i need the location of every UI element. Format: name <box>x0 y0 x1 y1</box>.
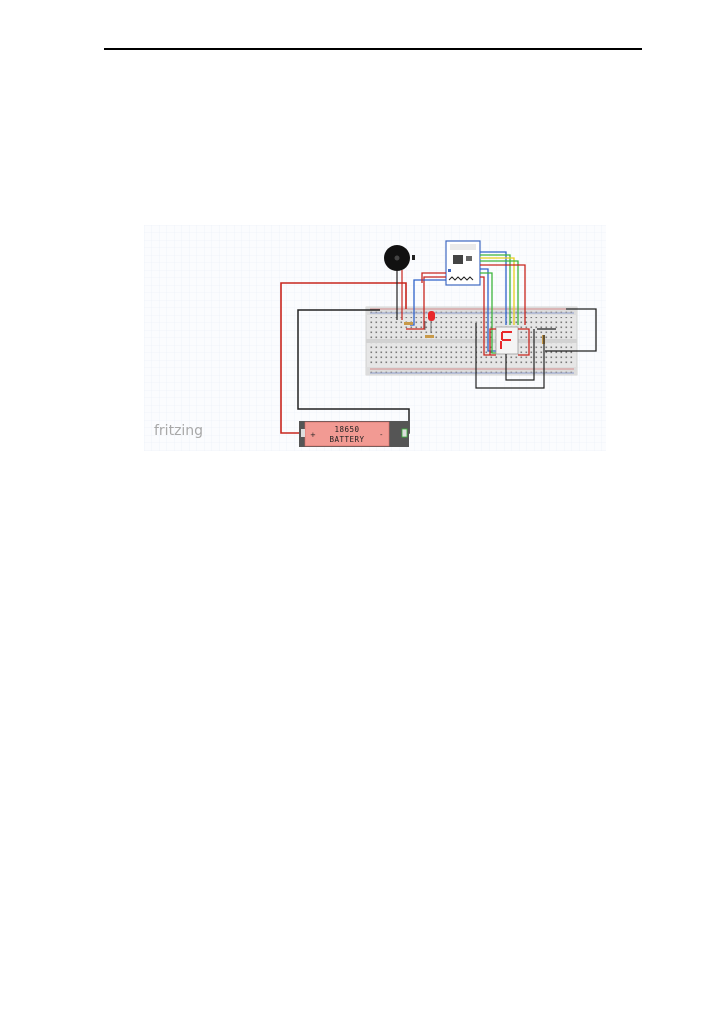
fritzing-watermark: fritzing <box>154 423 203 439</box>
wire-display-red-b <box>518 328 530 356</box>
wire-module-blue-b <box>480 251 507 325</box>
battery-label-line1: 18650 <box>334 425 359 434</box>
wire-module-green-b <box>480 260 519 325</box>
wire-module-yellow <box>480 257 515 325</box>
wire-module-green <box>480 254 511 325</box>
wifi-module <box>445 240 481 286</box>
wire-display-red <box>489 328 496 355</box>
battery-18650: + - 18650 BATTERY <box>299 421 409 447</box>
wire-module-green-c <box>480 272 496 354</box>
breadboard <box>365 306 578 376</box>
wire-module-red-d <box>421 272 446 283</box>
resistor-1 <box>404 322 413 325</box>
header-rule <box>104 48 642 50</box>
battery-label-line2: BATTERY <box>329 435 364 444</box>
led <box>424 311 435 333</box>
wire-right-rail <box>545 308 597 352</box>
battery-minus-label: - <box>380 431 383 439</box>
battery-plus-label: + <box>310 431 316 439</box>
fritzing-circuit-diagram: fritzing <box>144 225 606 451</box>
resistor-2 <box>425 335 434 338</box>
wire-module-red-b <box>480 264 526 325</box>
wire-battery-positive <box>280 282 407 434</box>
wire-display-black <box>505 329 535 381</box>
wire-module-red-a <box>406 276 446 330</box>
buzzer <box>384 245 415 320</box>
seven-segment-display <box>495 326 519 355</box>
wire-ground-loop <box>475 323 545 389</box>
